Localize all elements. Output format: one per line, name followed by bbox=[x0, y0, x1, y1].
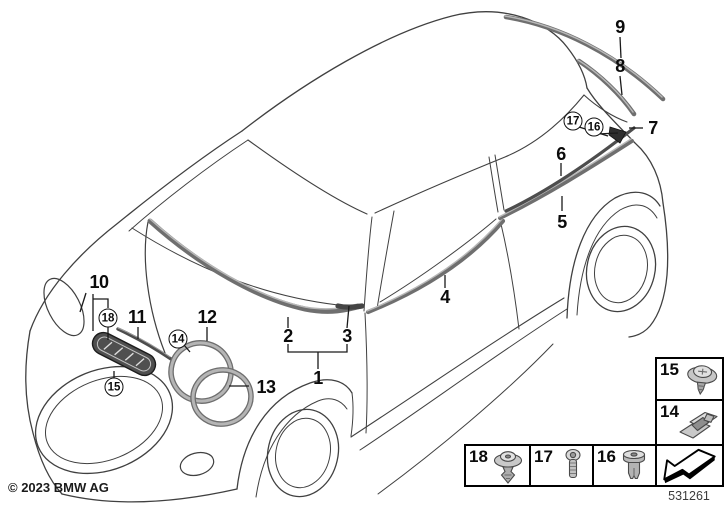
side-scuttle bbox=[91, 331, 157, 377]
callout-7: 7 bbox=[648, 118, 658, 138]
scuttle-trim-11 bbox=[116, 327, 173, 361]
roof-moulding-9 bbox=[503, 14, 666, 102]
legend-cell-15: 15 bbox=[655, 357, 724, 401]
screw-icon bbox=[565, 448, 581, 478]
legend-cell-18: 18 bbox=[464, 444, 531, 487]
callout-circled-16: 16 bbox=[584, 117, 604, 137]
callout-12: 12 bbox=[197, 307, 217, 327]
legend-number-15: 15 bbox=[660, 360, 679, 379]
legend-cell-17: 17 bbox=[529, 444, 594, 487]
callout-3: 3 bbox=[342, 326, 352, 346]
windshield-moulding-2-3 bbox=[147, 218, 365, 314]
trim-strips bbox=[116, 14, 666, 361]
callout-10: 10 bbox=[89, 272, 109, 292]
screw-with-washer-icon bbox=[687, 365, 718, 396]
expansion-rivet-icon bbox=[622, 449, 646, 479]
legend-number-18: 18 bbox=[469, 447, 488, 466]
legend-number-17: 17 bbox=[534, 447, 553, 466]
callout-circled-17: 17 bbox=[563, 111, 583, 131]
diagram-number: 531261 bbox=[668, 489, 710, 503]
callout-6: 6 bbox=[556, 144, 566, 164]
callout-1: 1 bbox=[313, 368, 323, 388]
roof-moulding-8 bbox=[576, 58, 637, 117]
clip-part-7 bbox=[608, 126, 627, 144]
car-body-lines bbox=[25, 11, 669, 503]
callout-4: 4 bbox=[440, 287, 450, 307]
callout-8: 8 bbox=[615, 56, 625, 76]
legend-number-14: 14 bbox=[660, 402, 679, 421]
legend-cell-16: 16 bbox=[592, 444, 657, 487]
headlight-ring-13 bbox=[190, 367, 254, 427]
callout-circled-14: 14 bbox=[168, 329, 188, 349]
callout-11: 11 bbox=[127, 307, 147, 327]
direction-arrow-icon bbox=[663, 448, 716, 483]
callout-circled-18: 18 bbox=[98, 308, 118, 328]
callout-2: 2 bbox=[283, 326, 293, 346]
callout-9: 9 bbox=[615, 17, 625, 37]
callout-13: 13 bbox=[256, 377, 276, 397]
legend-number-16: 16 bbox=[597, 447, 616, 466]
copyright-text: © 2023 BMW AG bbox=[8, 480, 109, 495]
belt-moulding-4 bbox=[365, 218, 506, 315]
callout-5: 5 bbox=[557, 212, 567, 232]
callout-circled-15: 15 bbox=[104, 377, 124, 397]
expanding-rivet-icon bbox=[493, 450, 523, 484]
belt-moulding-5 bbox=[498, 138, 634, 220]
legend-cell-14: 14 bbox=[655, 399, 724, 446]
legend-cell-arrow bbox=[655, 444, 724, 487]
sheet-metal-clip-icon bbox=[679, 411, 718, 439]
